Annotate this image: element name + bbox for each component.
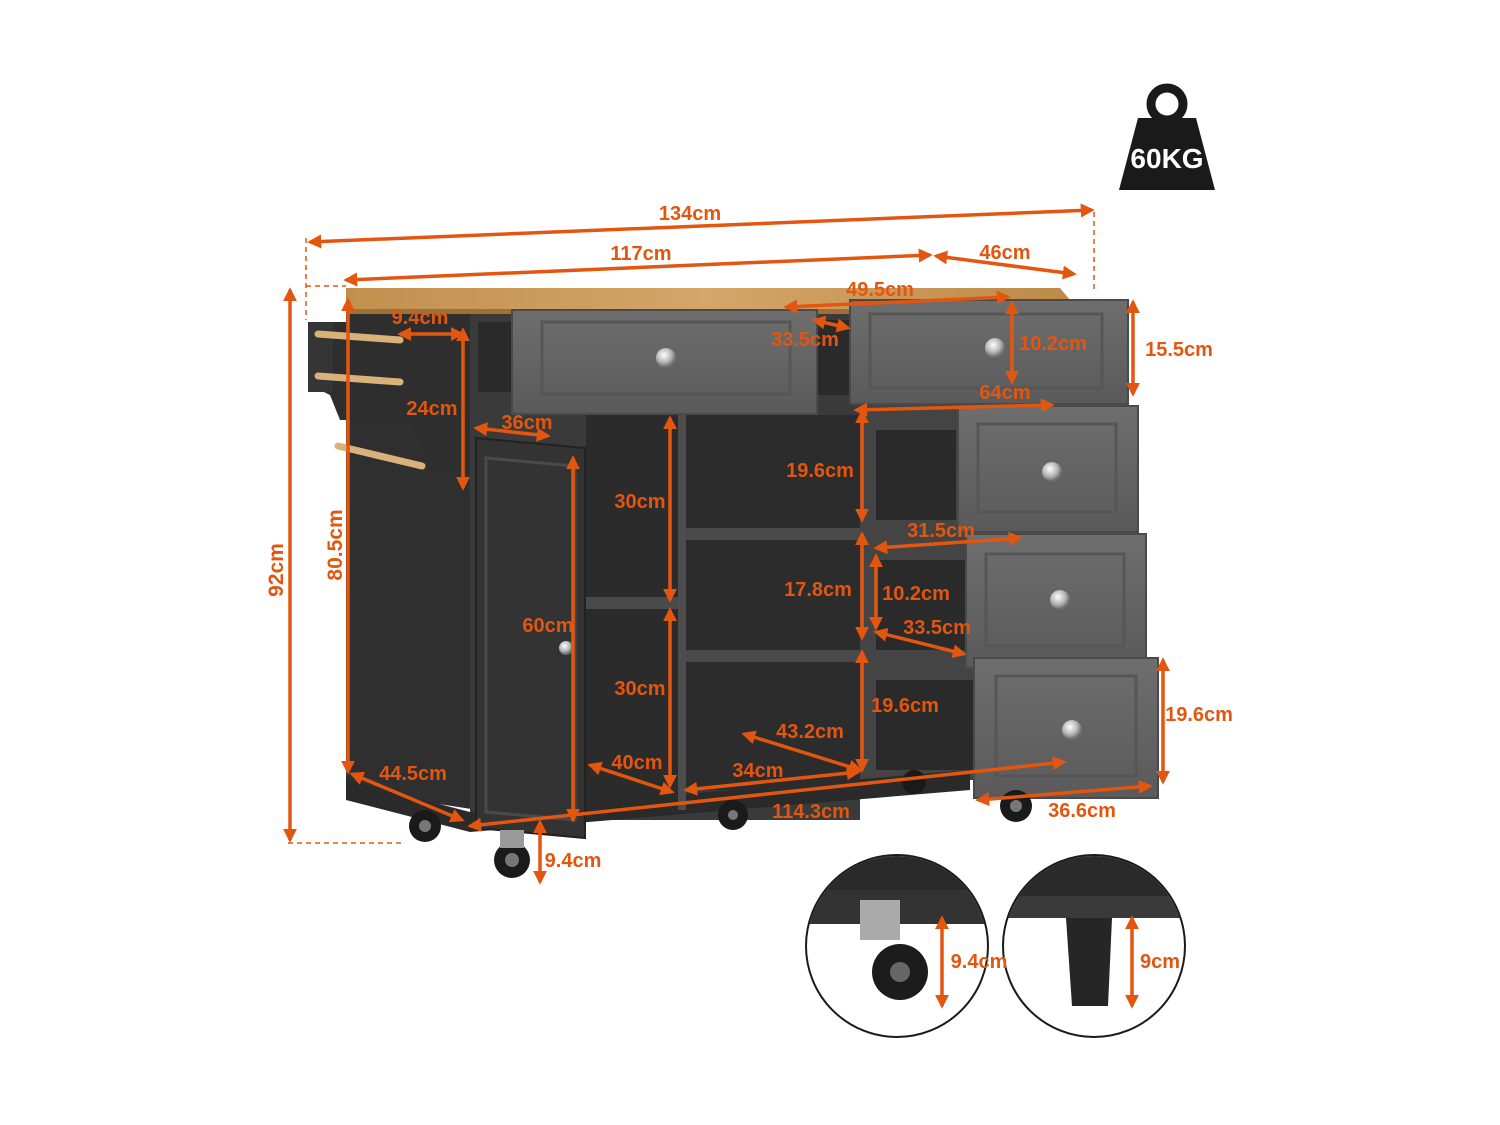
label-total-height: 92cm: [265, 543, 288, 597]
label-drawer-gap-mid: 17.8cm: [784, 579, 852, 601]
label-base-width: 114.3cm: [772, 801, 850, 823]
label-cabinet-height: 80.5cm: [324, 509, 347, 580]
label-bottom-drawer-depth: 36.6cm: [1048, 800, 1116, 822]
label-open-width: 34cm: [732, 760, 783, 782]
label-right-drawer-width: 64cm: [979, 382, 1030, 404]
leg-detail-inset: [1002, 854, 1186, 1038]
label-top-width: 117cm: [610, 243, 671, 265]
label-shelf-lower: 30cm: [614, 678, 665, 700]
label-top-drawer-height: 15.5cm: [1145, 339, 1213, 361]
label-rack-width: 9.4cm: [392, 307, 449, 329]
label-inset-leg-height: 9cm: [1140, 951, 1180, 973]
label-open-depth: 43.2cm: [776, 721, 844, 743]
caster-detail-inset: [805, 854, 989, 1038]
label-rack-height: 24cm: [406, 398, 457, 420]
cabinet-door: [475, 436, 586, 840]
label-inset-caster-height: 9.4cm: [951, 951, 1008, 973]
dimension-labels: 134cm 117cm 46cm 49.5cm 33.5cm 10.2cm 15…: [265, 203, 1233, 973]
label-top-drawer-inner-depth: 33.5cm: [771, 329, 839, 351]
label-door-width: 36cm: [501, 412, 552, 434]
label-side-depth: 44.5cm: [379, 763, 447, 785]
label-shelf-upper: 30cm: [614, 491, 665, 513]
label-shelf-depth: 40cm: [611, 752, 662, 774]
top-right-drawer: [818, 299, 1129, 405]
label-door-height: 60cm: [522, 615, 573, 637]
label-mid-drawer-inner-depth: 33.5cm: [903, 617, 971, 639]
label-caster-height: 9.4cm: [545, 850, 602, 872]
label-mid-drawer-width: 31.5cm: [907, 520, 975, 542]
dimension-arrows: [283, 203, 1170, 1009]
label-total-width: 134cm: [659, 203, 721, 225]
label-mid-drawer-inner-height: 10.2cm: [882, 583, 950, 605]
top-left-drawer: [478, 309, 818, 415]
label-top-depth: 46cm: [979, 242, 1030, 264]
door-knob: [559, 641, 573, 655]
weight-badge: 60KG: [1119, 83, 1215, 190]
weight-label: 60KG: [1130, 143, 1203, 174]
label-bottom-drawer-height: 19.6cm: [1165, 704, 1233, 726]
label-top-drawer-inner-height: 10.2cm: [1019, 333, 1087, 355]
kettlebell-weight-icon: [1119, 83, 1215, 190]
label-drawer-gap-top: 19.6cm: [786, 460, 854, 482]
right-drawer-1: [876, 405, 1139, 533]
label-top-drawer-width: 49.5cm: [846, 279, 914, 301]
label-drawer-gap-bottom: 19.6cm: [871, 695, 939, 717]
